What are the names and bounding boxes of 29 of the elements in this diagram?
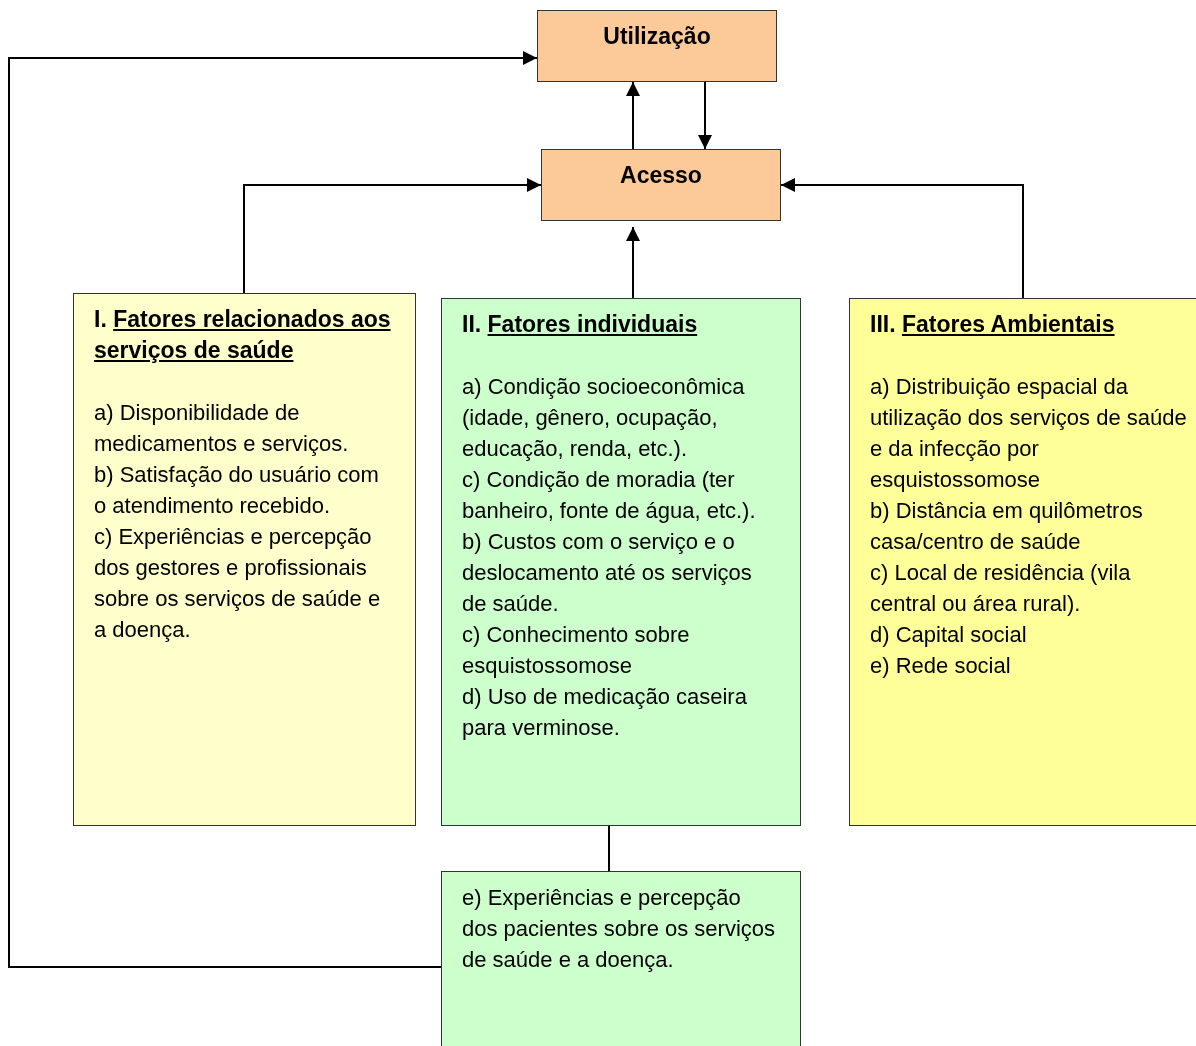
factor-item: c) Local de residência (vila central ou área rural). [870,559,1132,618]
box-title: Utilização [602,22,712,51]
arrow [626,226,640,299]
arrow [698,81,712,150]
factor-item: c) Condição de moradia (ter banheiro, fonte de água, etc.). [462,466,757,525]
connector-line [608,825,610,872]
process-box [537,10,777,82]
factor-item: b) Custos com o serviço e o deslocamento até os serviços de saúde. [462,528,753,618]
section-heading: III. Fatores Ambientais [870,310,1116,339]
factor-box [441,298,801,826]
arrow [780,178,1024,299]
factor-item: a) Disponibilidade de medicamentos e serviços. [94,399,350,458]
arrow [626,81,640,150]
factor-item: c) Experiências e percepção dos gestores e profissionais sobre os serviços de saúde e a doença. [94,523,382,644]
section-heading: I. Fatores relacionados aos serviços de saúde [94,305,392,365]
factor-item: d) Uso de medicação caseira para verminose. [462,683,748,742]
factor-item: e) Experiências e percepção dos pacientes sobre os serviços de saúde e a doença. [462,884,777,974]
box-title: Acesso [619,161,703,190]
factor-box [73,293,416,826]
arrow [8,51,538,968]
section-heading: II. Fatores individuais [462,310,699,339]
factor-box [849,298,1196,826]
factor-box [441,871,801,1046]
arrow [243,178,542,294]
factor-item: b) Satisfação do usuário com o atendimento recebido. [94,461,380,520]
process-box [541,149,781,221]
factor-item: d) Capital social [870,621,1028,649]
factor-item: a) Condição socioeconômica (idade, gênero, ocupação, educação, renda, etc.). [462,373,746,463]
factor-item: e) Rede social [870,652,1012,680]
